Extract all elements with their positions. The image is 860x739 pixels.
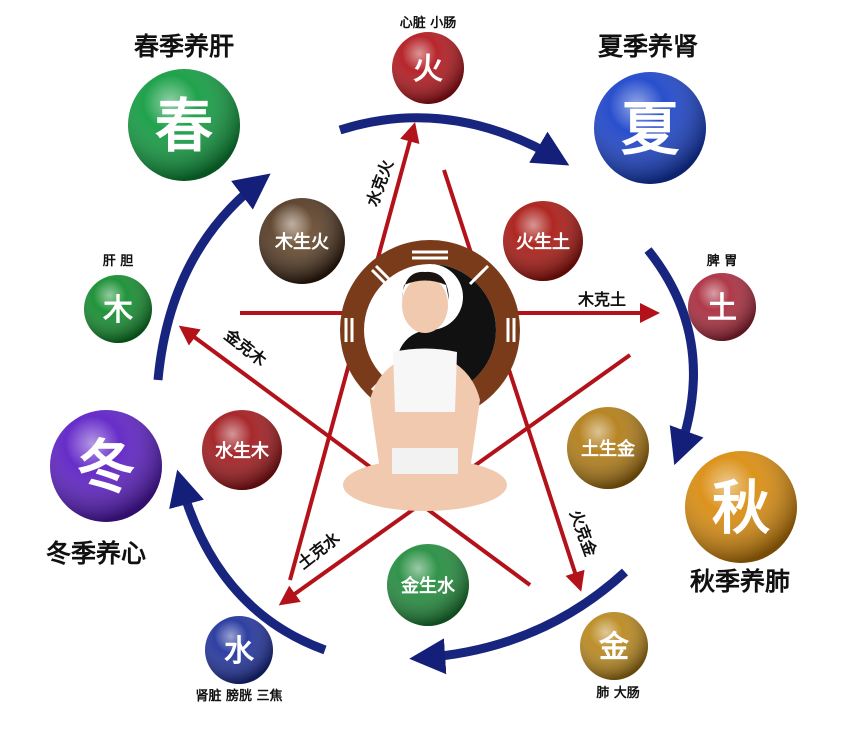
cycle-arrow-spring-summer [338, 113, 570, 166]
winter-title: 冬季养心 [46, 539, 146, 568]
element-balls: 心脏 小肠 火 脾 胃 土 金 肺 大肠 水 肾脏 膀胱 三焦 肝 胆 [84, 15, 756, 704]
season-autumn: 秋 秋季养肺 [685, 451, 797, 596]
gen-ball-earth-metal: 土生金 [567, 407, 649, 489]
season-cycle [153, 113, 704, 675]
summer-title: 夏季养肾 [598, 32, 698, 61]
spring-title: 春季养肝 [134, 32, 234, 61]
element-water: 水 肾脏 膀胱 三焦 [195, 616, 283, 704]
cycle-arrow-winter-spring-bottom [169, 469, 327, 655]
earth-organs: 脾 胃 [707, 253, 738, 269]
gen-ball-water-wood: 水生木 [202, 410, 282, 490]
svg-text:木生火: 木生火 [274, 231, 330, 253]
generating-balls: 木生火 火生土 土生金 金生水 水生木 [202, 198, 649, 626]
water-organs: 肾脏 膀胱 三焦 [195, 688, 282, 704]
svg-text:土: 土 [707, 291, 737, 326]
svg-text:冬: 冬 [77, 433, 135, 501]
element-earth: 脾 胃 土 [688, 253, 756, 341]
label-wood-earth: 木克土 [577, 290, 626, 309]
svg-text:金生水: 金生水 [400, 575, 456, 597]
svg-text:水: 水 [224, 634, 255, 669]
element-wood: 肝 胆 木 [84, 254, 152, 343]
season-spring: 春季养肝 春 [128, 32, 240, 181]
gen-ball-fire-earth: 火生土 [503, 201, 583, 281]
cycle-arrow-winter-spring-left [153, 173, 271, 381]
svg-text:春: 春 [155, 92, 213, 160]
svg-text:秋: 秋 [712, 474, 770, 542]
gen-ball-wood-fire: 木生火 [259, 198, 345, 284]
svg-text:火: 火 [413, 52, 443, 87]
center-bagua [340, 240, 520, 511]
svg-text:土生金: 土生金 [581, 438, 636, 460]
label-fire-metal: 火克金 [566, 507, 601, 560]
control-arrow-fire-metal [442, 169, 585, 592]
cycle-arrow-autumn-winter [409, 568, 629, 675]
svg-text:木: 木 [102, 293, 133, 328]
svg-text:金: 金 [598, 630, 630, 665]
element-metal: 金 肺 大肠 [580, 612, 648, 701]
meditating-figure [343, 271, 507, 511]
autumn-title: 秋季养肺 [690, 567, 790, 596]
gen-ball-metal-water: 金生水 [387, 544, 469, 626]
control-arrow-metal-wood [178, 325, 532, 587]
season-winter: 冬 冬季养心 [46, 410, 162, 568]
element-fire: 心脏 小肠 火 [392, 15, 464, 104]
season-balls: 春季养肝 春 夏季养肾 夏 秋 秋季养肺 冬 冬季养心 [46, 32, 797, 596]
metal-organs: 肺 大肠 [596, 685, 640, 701]
fire-organs: 心脏 小肠 [400, 15, 457, 31]
season-summer: 夏季养肾 夏 [594, 32, 706, 184]
cycle-arrow-summer-autumn [644, 247, 704, 466]
svg-text:夏: 夏 [621, 95, 680, 163]
wood-organs: 肝 胆 [103, 254, 134, 269]
svg-text:火生土: 火生土 [516, 231, 570, 253]
svg-text:水生木: 水生木 [215, 440, 270, 462]
